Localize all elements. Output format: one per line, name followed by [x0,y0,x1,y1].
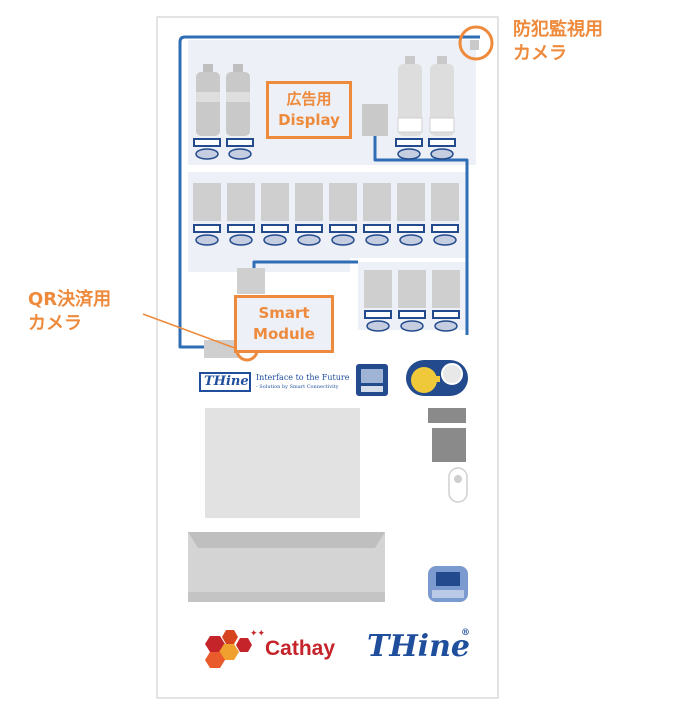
can-icon [397,183,425,221]
selection-button [431,224,459,246]
ic-reader [432,428,466,462]
product-takeout-port [188,532,385,602]
security-camera-block [470,40,479,50]
security-camera-label: 防犯監視用 カメラ [513,19,603,64]
thine-large-logo-box [365,631,461,663]
bottle-icon [397,56,423,136]
large-panel [205,408,360,518]
smart-module-block [237,268,265,294]
selection-button [363,224,391,246]
bottle-icon [429,56,455,136]
selection-button [261,224,289,246]
qr-camera-label: QR決済用 カメラ [28,289,112,334]
can-icon [363,183,391,221]
can-icon [432,270,460,308]
can-icon [227,183,255,221]
thine-large-logo: THine [367,629,470,664]
bill-reader-icon [356,364,388,396]
svg-text:✦✦: ✦✦ [250,629,266,639]
selection-buttons [193,138,460,332]
qr-camera-block [204,340,238,358]
selection-button [329,224,357,246]
can-products [193,183,460,308]
key-lock [448,467,468,503]
qr-callout-line [142,313,241,351]
registered-mark: ® [461,628,470,638]
selection-button [364,310,392,332]
selection-button [226,138,254,160]
bottle-icon [196,64,220,136]
coin-slot-icon [406,360,468,396]
can-icon [431,183,459,221]
thine-tagline: Interface to the Future [256,373,350,382]
can-icon [329,183,357,221]
can-icon [398,270,426,308]
bottle-icon [226,64,250,136]
selection-button [428,138,456,160]
selection-button [193,138,221,160]
smart-module-label: Smart Module [234,295,334,353]
thine-small-logo-box [199,372,251,392]
selection-button [395,138,423,160]
thine-small-logo: THine [204,374,249,389]
selection-button [193,224,221,246]
can-icon [295,183,323,221]
change-return-icon [428,566,468,602]
display-module [362,104,388,136]
selection-button [295,224,323,246]
can-icon [193,183,221,221]
cathay-logo-text: Cathay [265,637,336,660]
selection-button [227,224,255,246]
camera-marker-icon [458,25,494,61]
selection-button [398,310,426,332]
cathay-hex-logo-icon: ✦✦ [205,629,266,668]
selection-button [397,224,425,246]
key-lock-hole [454,475,462,483]
card-reader [428,408,466,423]
ad-display-label: 広告用 Display [266,81,352,139]
can-icon [364,270,392,308]
selection-button [432,310,460,332]
top-row-products [196,56,455,136]
can-icon [261,183,289,221]
thine-tagline-sub: - Solution by Smart Connectivity [256,384,339,390]
